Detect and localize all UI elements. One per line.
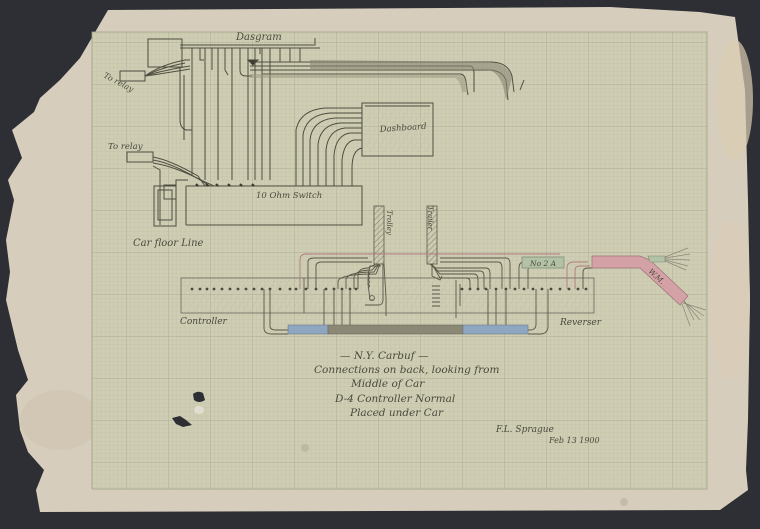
cable-no2a: [521, 256, 565, 269]
caption-line-3: Middle of Car: [350, 378, 425, 390]
caption-line-4: D-4 Controller Normal: [334, 393, 455, 405]
label-trolley: Trolley: [385, 210, 393, 236]
upper-wiring-diagram: [119, 38, 525, 227]
label-to-relay-lower: To relay: [108, 142, 143, 152]
label-ohm-switch: 10 Ohm Switch: [256, 191, 322, 201]
label-trailer: Trailer: [426, 206, 434, 231]
caption-line-1: — N.Y. Carbuf —: [340, 350, 429, 362]
signature-name: F.L. Sprague: [495, 425, 554, 435]
label-reverser: Reverser: [559, 318, 602, 328]
signature-date: Feb 13 1900: [548, 436, 600, 445]
label-dasgram: Dasgram: [235, 32, 282, 43]
paper-hole: [172, 416, 192, 427]
label-dashboard: Dashboard: [379, 122, 428, 135]
label-car-floor-line: Car floor Line: [133, 238, 204, 249]
cable-blue-left: [287, 324, 329, 335]
label-no2a: No 2 A: [529, 259, 557, 268]
paper-hole: [193, 391, 205, 402]
label-controller: Controller: [180, 317, 228, 327]
lower-wiring-diagram: [180, 205, 707, 335]
cable-blue-right: [462, 324, 529, 335]
caption-line-5: Placed under Car: [349, 407, 444, 419]
caption-line-2: Connections on back, looking from: [314, 364, 499, 376]
